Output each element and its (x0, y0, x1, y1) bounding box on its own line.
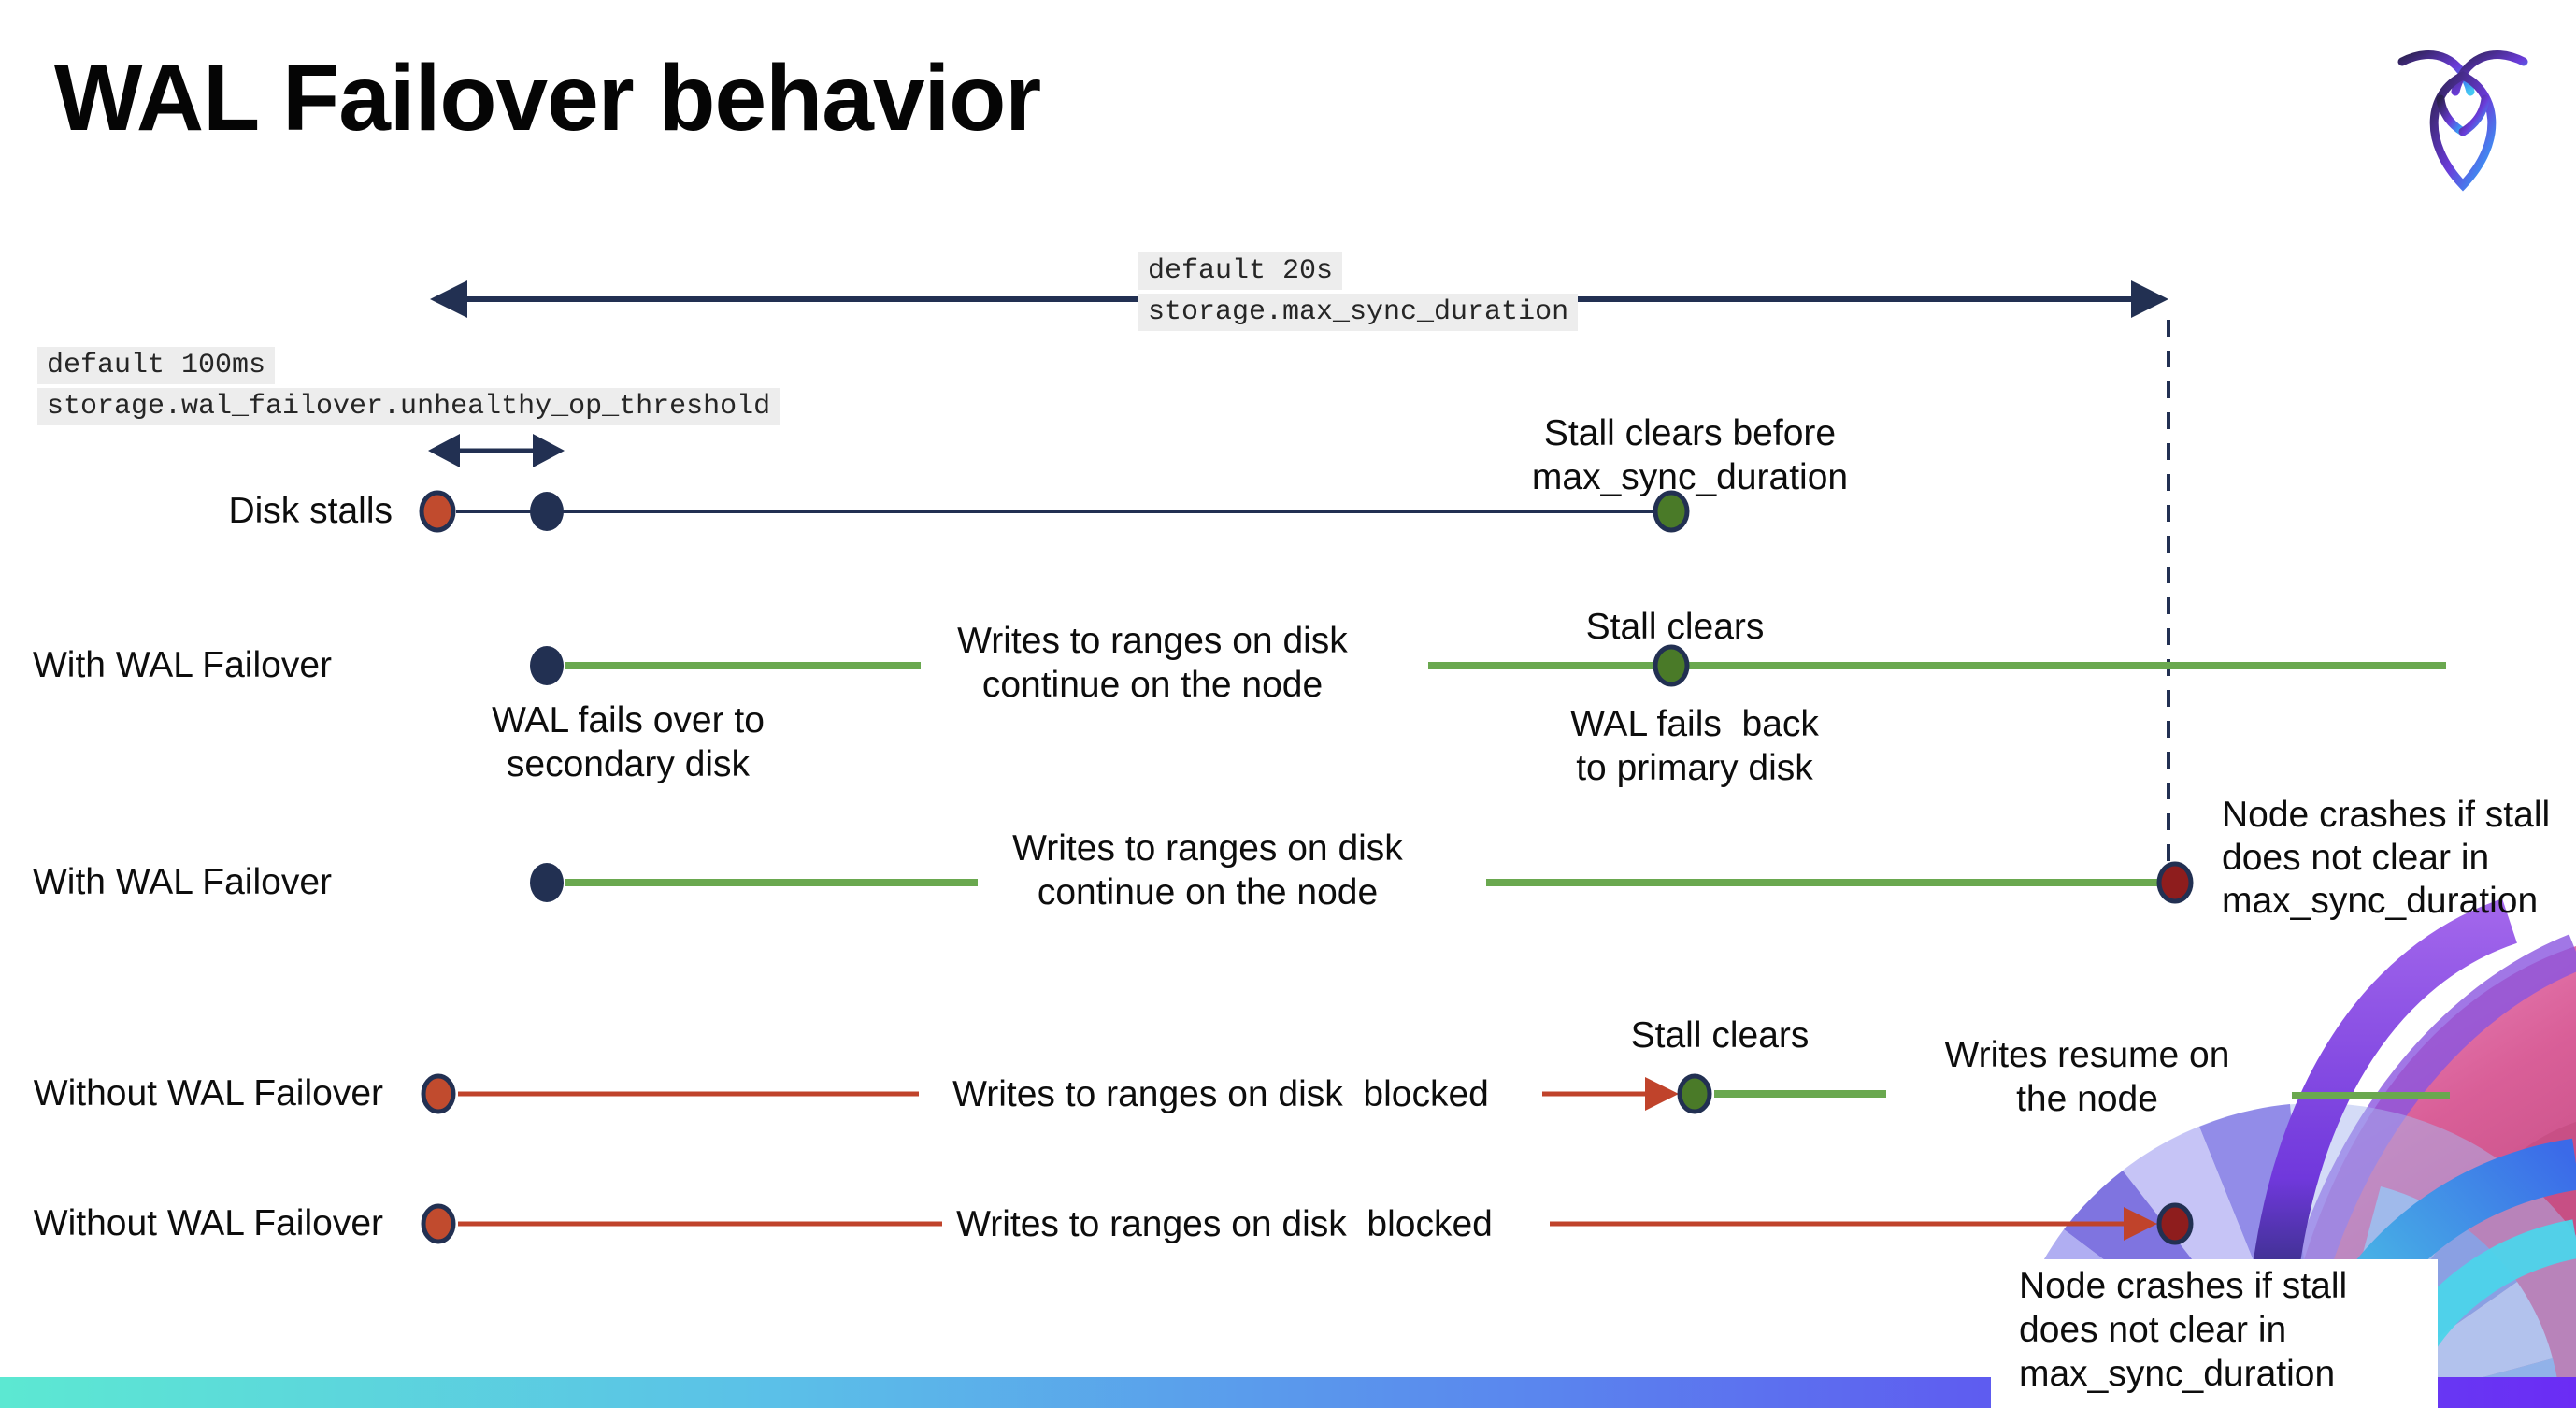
row-label-with-failover-2: With WAL Failover (33, 862, 332, 902)
stall-start-dot (421, 1073, 456, 1114)
note-writes-continue-2: Writes to ranges on disk continue on the… (1012, 828, 1403, 912)
stall-clears-dot (1653, 490, 1690, 533)
unhealthy-op-threshold-label: default 100ms storage.wal_failover.unhea… (37, 347, 780, 425)
stall-start-dot (419, 490, 456, 533)
setting-default-value: default 20s (1138, 252, 1343, 290)
row-with-failover-1-track (530, 644, 2446, 687)
crash-note-box: Node crashes if stall does not clear in … (1991, 1259, 2438, 1408)
setting-default-value: default 100ms (37, 347, 276, 384)
note-stall-clears-2: Stall clears (1630, 1015, 1810, 1056)
stall-clears-dot (1677, 1073, 1712, 1114)
note-node-crashes-2: Node crashes if stall does not clear in … (2019, 1266, 2348, 1394)
row-with-failover-2-track (530, 861, 2194, 904)
row-disk-stalls-track (419, 490, 1690, 533)
row-label-without-failover-1: Without WAL Failover (33, 1073, 383, 1113)
unhealthy-op-threshold-arrow (428, 434, 565, 467)
row-label-with-failover-1: With WAL Failover (33, 645, 332, 685)
stall-clears-dot (1653, 644, 1690, 687)
failover-dot (530, 646, 564, 685)
failover-dot (530, 863, 564, 902)
cockroachdb-logo-icon (2397, 50, 2528, 192)
setting-name: storage.max_sync_duration (1138, 294, 1579, 331)
note-wal-fails-back: WAL fails back to primary disk (1570, 704, 1819, 788)
red-arrowhead (2124, 1207, 2157, 1241)
node-crash-dot (2156, 861, 2194, 904)
logo-strokes (2397, 50, 2528, 192)
note-node-crashes-1: Node crashes if stall does not clear in … (2222, 795, 2551, 921)
row-label-without-failover-2: Without WAL Failover (33, 1203, 383, 1243)
arrowhead-left (428, 434, 460, 467)
note-writes-blocked-2: Writes to ranges on disk blocked (956, 1204, 1493, 1244)
arrowhead-right (2131, 280, 2168, 318)
red-arrowhead (1645, 1077, 1679, 1111)
arrowhead-right (533, 434, 565, 467)
setting-name: storage.wal_failover.unhealthy_op_thresh… (37, 388, 780, 425)
row-without-failover-2-track (421, 1202, 2194, 1245)
note-writes-blocked-1: Writes to ranges on disk blocked (952, 1074, 1489, 1114)
note-stall-clears-before: Stall clears before max_sync_duration (1531, 413, 1849, 497)
note-stall-clears-1: Stall clears (1585, 607, 1765, 647)
row-without-failover-1-track (421, 1073, 2450, 1114)
arrowhead-left (430, 280, 467, 318)
stall-start-dot (421, 1203, 456, 1244)
page-title: WAL Failover behavior (54, 46, 1041, 151)
threshold-dot (530, 492, 564, 531)
note-writes-resume: Writes resume on the node (1944, 1035, 2230, 1119)
node-crash-dot (2156, 1202, 2194, 1245)
note-wal-fails-over: WAL fails over to secondary disk (492, 700, 765, 784)
note-writes-continue-1: Writes to ranges on disk continue on the… (957, 621, 1348, 705)
max-sync-duration-label: default 20s storage.max_sync_duration (1138, 252, 1579, 331)
row-label-disk-stalls: Disk stalls (228, 491, 393, 531)
